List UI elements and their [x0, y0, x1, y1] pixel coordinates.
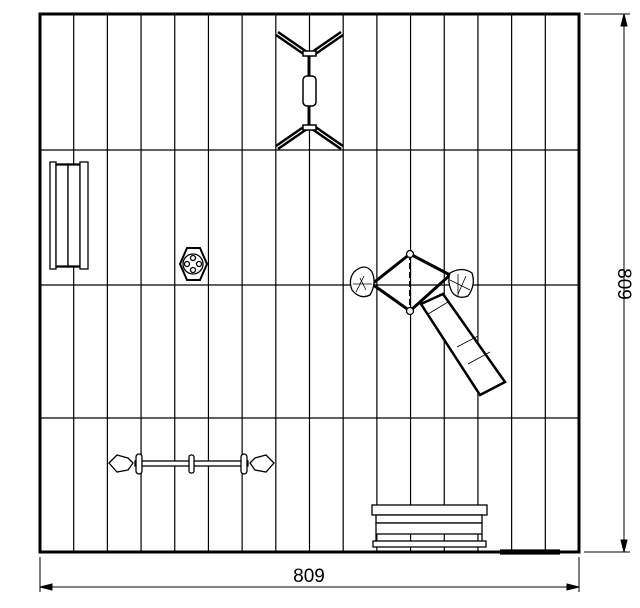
seesaw	[108, 453, 275, 475]
play-tower-with-slide	[349, 249, 507, 397]
gate	[500, 549, 560, 555]
climbing-frame	[275, 30, 344, 151]
width-label: 809	[293, 566, 325, 587]
spring-rider	[178, 247, 209, 281]
decking-boards	[40, 14, 579, 552]
bench-bottom	[371, 504, 488, 548]
width-dimension	[39, 557, 580, 592]
bench-left	[49, 161, 89, 270]
height-label: 809	[613, 268, 634, 300]
site-boundary	[38, 12, 581, 554]
height-dimension	[584, 13, 630, 553]
